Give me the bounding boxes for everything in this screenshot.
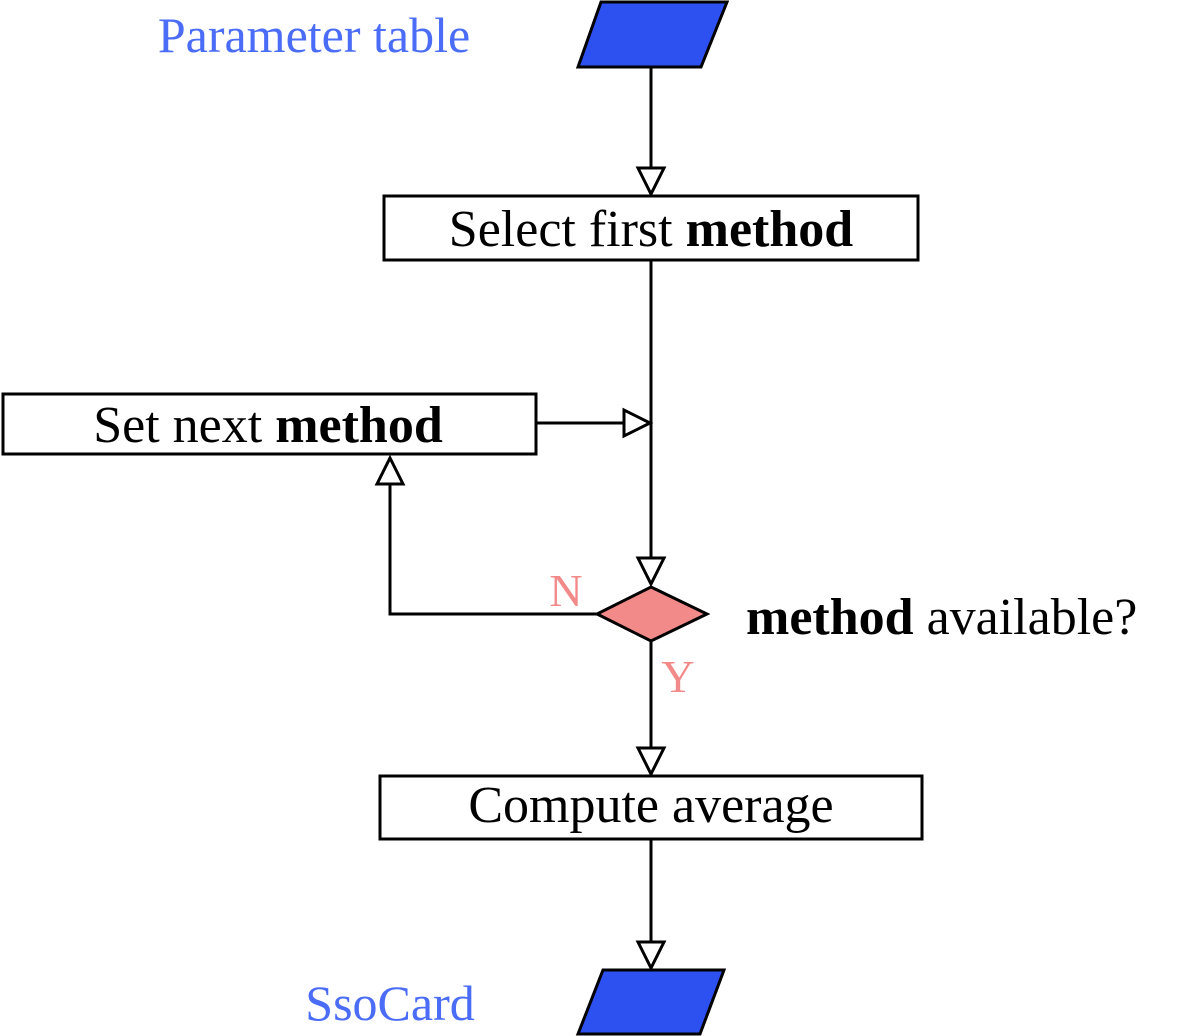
arrowhead-into-compute [635,746,667,778]
output-label: SsoCard [305,975,474,1031]
input-data-shape [575,0,730,69]
arrowhead-into-select [635,166,667,198]
arrowhead-into-mainline [622,407,654,439]
decision-diamond [593,585,711,643]
select-first-keyword: method [686,201,854,258]
compute-average-label: Compute average [468,777,833,834]
decision-yes-label: Y [661,651,694,702]
decision-no-label: N [549,565,582,616]
input-label: Parameter table [158,7,470,63]
output-data-shape [575,968,727,1036]
compute-average-box [378,774,924,841]
select-first-prefix: Select first [449,201,673,258]
decision-suffix: available? [927,589,1138,646]
set-next-method-text: Set next method [93,397,443,454]
decision-question: method available? [746,589,1137,646]
decision-keyword: method [746,589,914,646]
connectors [388,67,653,942]
select-first-method-text: Select first method [449,201,853,258]
set-next-keyword: method [275,397,443,454]
arrowhead-into-output [635,940,667,972]
connector-decision-no-branch [388,484,598,616]
arrowhead-into-decision [635,556,667,588]
arrowheads [374,166,667,972]
arrowhead-into-setnext [374,454,406,486]
set-next-prefix: Set next [93,397,263,454]
set-next-method-box [1,392,538,456]
select-first-method-box [382,194,920,262]
